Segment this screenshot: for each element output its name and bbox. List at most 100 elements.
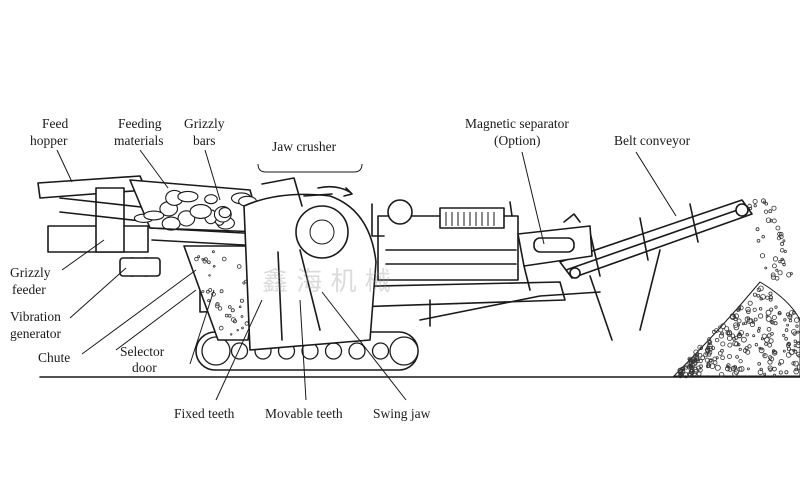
gravel-particle	[741, 336, 747, 343]
chute-particle	[221, 256, 227, 262]
falling-particle	[753, 204, 757, 208]
gravel-particle	[718, 327, 724, 333]
chute-particle	[238, 305, 242, 309]
gravel-particle	[787, 342, 791, 347]
gravel-particle	[759, 297, 763, 301]
falling-particle	[780, 257, 784, 262]
falling-particle	[761, 234, 765, 239]
gravel-particle	[765, 315, 772, 322]
falling-particle	[764, 202, 768, 206]
gravel-particle	[720, 355, 725, 361]
gravel-particle	[747, 344, 752, 349]
gravel-particle	[784, 328, 789, 332]
gravel-particle	[738, 347, 742, 351]
label-vibration-generator-line2: generator	[10, 326, 61, 341]
label-belt-conveyor: Belt conveyor	[614, 133, 691, 148]
gravel-particle	[709, 363, 716, 369]
gravel-particle	[761, 333, 768, 339]
gravel-particle	[771, 314, 777, 320]
gravel-particle	[733, 316, 738, 322]
chute-particle	[217, 306, 223, 311]
label-magnetic-separator-line2: (Option)	[494, 133, 541, 148]
gravel-particle	[737, 333, 742, 339]
gravel-particle	[797, 354, 800, 358]
track-wheel	[371, 342, 390, 360]
chute-particle	[201, 257, 205, 261]
chute-particle	[214, 303, 220, 309]
falling-particle	[775, 225, 781, 231]
falling-particle	[774, 275, 780, 281]
gravel-particle	[690, 371, 694, 376]
power-unit-graphic	[371, 199, 519, 281]
falling-particle	[775, 268, 779, 272]
gravel-particle	[769, 307, 774, 312]
gravel-particle	[752, 334, 756, 338]
falling-particle	[765, 217, 772, 223]
gravel-particle	[699, 364, 703, 369]
gravel-particle	[767, 365, 773, 371]
gravel-particle	[772, 373, 777, 377]
gravel-particle	[738, 365, 745, 372]
gravel-particle	[694, 355, 700, 361]
gravel-particle	[788, 318, 793, 323]
label-selector-door-line2: door	[132, 360, 157, 375]
gravel-particle	[767, 333, 772, 338]
chute-particle	[197, 255, 201, 259]
gravel-particle	[783, 318, 787, 322]
gravel-particle	[714, 337, 720, 343]
gravel-particle	[757, 329, 761, 333]
falling-particle	[763, 209, 769, 214]
gravel-particle	[727, 342, 733, 348]
gravel-particle	[693, 369, 699, 375]
gravel-particle	[787, 314, 793, 320]
gravel-particle	[698, 367, 703, 373]
label-grizzly-bars-line2: bars	[193, 133, 216, 148]
rock	[218, 207, 232, 219]
gravel-particle	[786, 323, 789, 327]
feed-hopper-graphic	[37, 175, 161, 277]
track-wheel	[389, 336, 419, 366]
chute-particle	[201, 290, 205, 293]
rock	[161, 216, 181, 231]
gravel-particle	[720, 341, 726, 347]
chute-particle	[232, 319, 237, 324]
gravel-particle	[791, 328, 797, 335]
gravel-particle	[695, 357, 700, 362]
gravel-particle	[796, 330, 800, 334]
track-wheel	[324, 342, 343, 360]
gravel-particle	[738, 359, 743, 364]
gravel-particle	[792, 331, 797, 336]
gravel-particle	[747, 367, 750, 371]
gravel-particle	[707, 350, 713, 355]
gravel-particle	[733, 369, 740, 375]
falling-particle	[771, 205, 777, 211]
gravel-particle	[681, 366, 685, 370]
gravel-particle	[697, 353, 703, 358]
gravel-particle	[704, 357, 710, 363]
gravel-particle	[746, 316, 750, 320]
gravel-particle	[711, 329, 717, 334]
gravel-particle	[772, 366, 777, 372]
label-grizzly-bars-line1: Grizzly	[184, 116, 225, 131]
label-grizzly-feeder-line2: feeder	[12, 282, 46, 297]
chute-particle	[236, 329, 239, 332]
gravel-particle	[714, 364, 721, 371]
gravel-particle	[768, 295, 773, 300]
gravel-particle	[796, 351, 800, 358]
rock	[177, 190, 199, 203]
gravel-particle	[760, 337, 764, 341]
gravel-particle	[745, 306, 751, 313]
gravel-particle	[788, 349, 795, 356]
falling-particle	[780, 248, 785, 253]
gravel-particle	[735, 355, 739, 359]
chute-particle	[228, 305, 232, 309]
chute-particle	[208, 288, 213, 292]
gravel-particle	[712, 356, 718, 362]
gravel-particle	[737, 323, 741, 327]
gravel-particle	[795, 342, 800, 349]
gravel-particle	[706, 362, 712, 368]
gravel-particle	[727, 335, 733, 341]
gravel-particle	[745, 333, 749, 337]
gravel-particle	[747, 300, 753, 306]
